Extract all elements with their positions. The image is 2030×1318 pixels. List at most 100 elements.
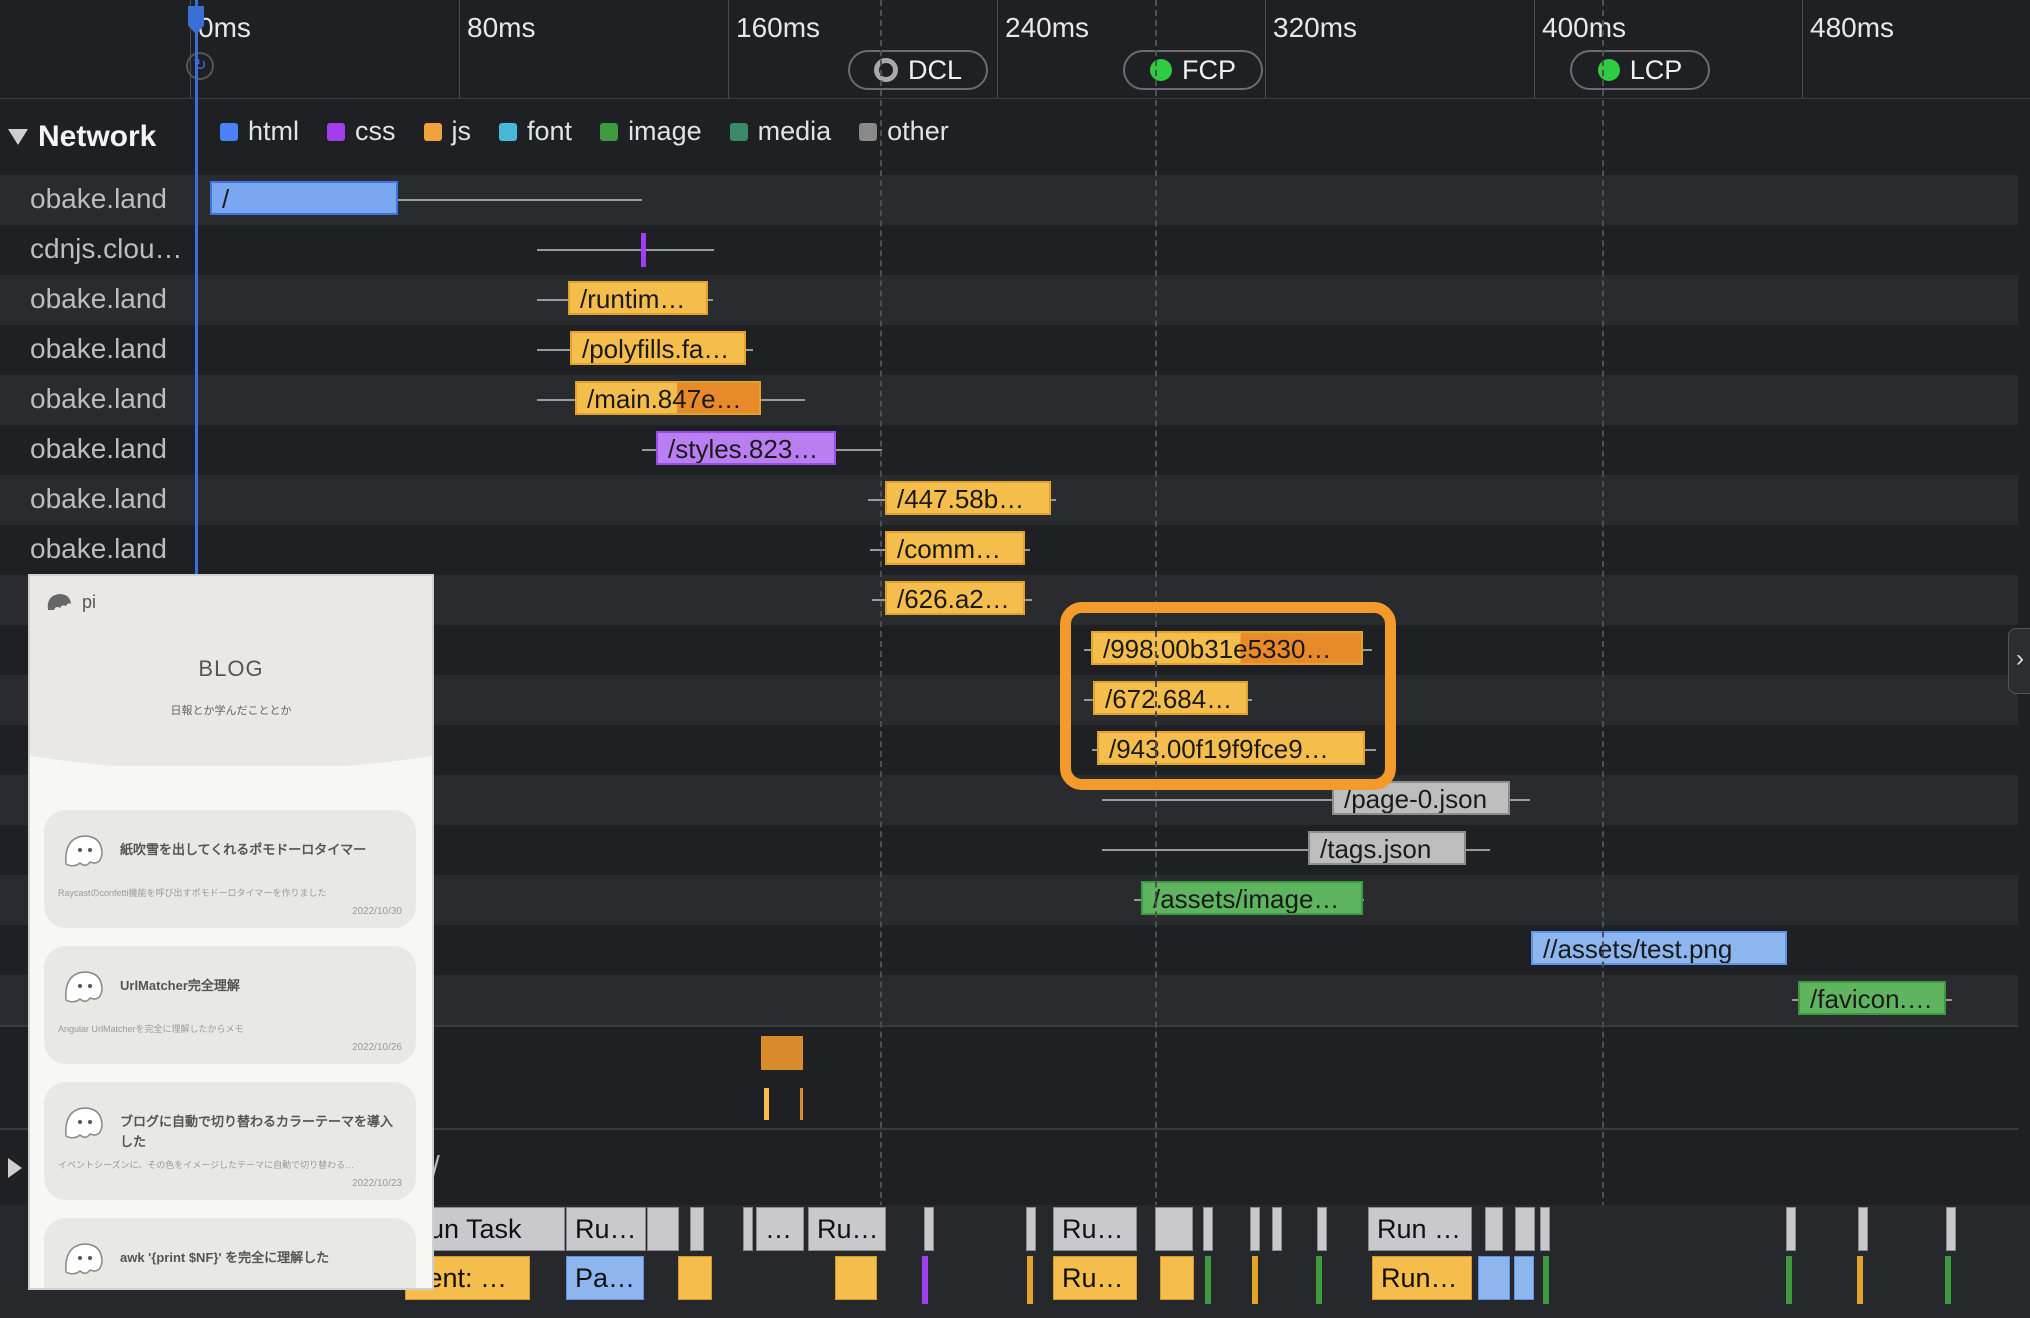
task-block[interactable] (1317, 1207, 1327, 1251)
task-block[interactable] (1272, 1207, 1282, 1251)
request-bar[interactable]: /943.00f19f9fce9… (1097, 731, 1365, 765)
task-block[interactable] (647, 1207, 679, 1251)
post-date: 2022/10/26 (351, 1042, 402, 1053)
post-card: 紙吹雪を出してくれるポモドーロタイマー Raycastのconfetti機能を呼… (44, 810, 416, 928)
site-logo: pi (44, 590, 96, 614)
task-block[interactable] (1026, 1207, 1036, 1251)
request-bar[interactable] (641, 233, 646, 267)
network-title: Network (38, 120, 157, 153)
task-mark (1945, 1256, 1951, 1304)
tick-line (1534, 0, 1535, 98)
network-row[interactable]: obake.land /runtim… (0, 275, 2018, 325)
network-row[interactable]: obake.land /polyfills.fa… (0, 325, 2018, 375)
task-block[interactable]: Ru… (1053, 1256, 1137, 1300)
wave-divider (30, 756, 432, 786)
network-row[interactable]: obake.land /main.847e… (0, 375, 2018, 425)
tick-line (1265, 0, 1266, 98)
request-bar[interactable]: //assets/test.png (1531, 931, 1787, 965)
task-block[interactable] (835, 1256, 877, 1300)
task-block[interactable] (690, 1207, 704, 1251)
expand-triangle-icon[interactable] (8, 1158, 22, 1178)
task-block[interactable] (1155, 1207, 1193, 1251)
legend-swatch (220, 122, 238, 141)
task-block[interactable] (1250, 1207, 1260, 1251)
tick-label: 80ms (467, 12, 536, 43)
network-row[interactable]: cdnjs.clou… (0, 225, 2018, 275)
marker-label: LCP (1629, 54, 1683, 85)
task-block[interactable]: Run… (1372, 1256, 1472, 1300)
network-row[interactable]: obake.land /447.58b… (0, 475, 2018, 525)
row-host: obake.land (30, 483, 168, 514)
marker-label: DCL (907, 54, 962, 85)
task-block[interactable] (1514, 1256, 1534, 1300)
request-bar[interactable]: /comm… (885, 531, 1025, 565)
timeline-ruler[interactable]: 0ms 80ms 160ms 240ms 320ms 400ms 480ms D… (0, 0, 2030, 99)
network-row[interactable]: obake.land /comm… (0, 525, 2018, 575)
network-row[interactable]: obake.land / (0, 175, 2018, 225)
legend-swatch (327, 122, 346, 141)
task-block[interactable] (1786, 1207, 1796, 1251)
network-toggle[interactable]: Network (8, 120, 156, 154)
row-host: obake.land (30, 183, 168, 214)
request-bar[interactable]: /672.684… (1093, 681, 1248, 715)
request-bar[interactable]: /runtim… (568, 281, 708, 315)
dcl-marker[interactable]: DCL (848, 50, 988, 90)
legend-label: js (451, 116, 472, 146)
tick-line (728, 0, 729, 98)
request-bar[interactable]: /626.a2… (885, 581, 1025, 615)
task-block[interactable] (1478, 1256, 1510, 1300)
legend-item: media (729, 116, 831, 147)
request-bar[interactable]: / (210, 181, 398, 215)
task-block[interactable] (678, 1256, 712, 1300)
row-host: cdnjs.clou… (30, 233, 183, 264)
legend-item: css (327, 116, 396, 147)
fcp-marker[interactable]: FCP (1123, 50, 1263, 90)
dcl-circle-icon (873, 58, 898, 82)
tick-label: 0ms (198, 12, 251, 43)
request-whisker (537, 249, 714, 251)
legend-swatch (859, 122, 878, 141)
task-block[interactable]: un Task (420, 1207, 565, 1251)
task-block[interactable]: … (756, 1207, 804, 1251)
ghost-icon (65, 835, 103, 867)
request-bar[interactable]: /favicon.… (1798, 981, 1946, 1015)
request-bar[interactable]: /998.00b31e5330… (1091, 631, 1363, 665)
task-block[interactable]: Ru… (566, 1207, 646, 1251)
task-block[interactable] (1858, 1207, 1868, 1251)
task-block[interactable] (1203, 1207, 1213, 1251)
task-block[interactable] (1540, 1207, 1550, 1251)
request-bar[interactable]: /assets/image… (1141, 881, 1363, 915)
task-block[interactable] (743, 1207, 753, 1251)
legend-item: html (220, 116, 299, 147)
network-row[interactable]: /998.00b31e5330… (0, 625, 2018, 675)
task-block[interactable] (1946, 1207, 1956, 1251)
post-card: ブログに自動で切り替わるカラーテーマを導入した イベントシーズンに、その色をイメ… (44, 1082, 416, 1200)
fcp-dot-icon (1150, 59, 1172, 81)
request-bar[interactable]: /tags.json (1308, 831, 1466, 865)
task-block[interactable] (1515, 1207, 1535, 1251)
network-row[interactable]: /943.00f19f9fce9… (0, 725, 2018, 775)
network-row[interactable]: obake.land /styles.823… (0, 425, 2018, 475)
task-block[interactable]: Ru… (1053, 1207, 1137, 1251)
task-block[interactable]: Ru… (808, 1207, 886, 1251)
task-mark (1316, 1256, 1322, 1304)
task-block[interactable] (1160, 1256, 1194, 1300)
task-block[interactable]: Pa… (566, 1256, 644, 1300)
request-bar[interactable]: /polyfills.fa… (570, 331, 746, 365)
request-bar[interactable]: /447.58b… (885, 481, 1051, 515)
network-row[interactable]: /tags.json (0, 825, 2018, 875)
reload-icon[interactable]: ↻ (186, 52, 214, 80)
ghost-icon (65, 971, 103, 1003)
screenshot-preview: pi BLOG 日報とか学んだこととか 紙吹雪を出してくれるポモドーロタイマー … (28, 574, 434, 1290)
chevron-right-icon[interactable]: › (2008, 628, 2030, 694)
task-block[interactable] (924, 1207, 934, 1251)
network-row[interactable]: //assets/test.png (0, 925, 2018, 975)
request-whisker (1102, 799, 1530, 801)
lcp-marker[interactable]: LCP (1570, 50, 1710, 90)
lcp-line (1602, 0, 1604, 1318)
post-desc: Raycastのconfetti機能を呼び出すポモドーロタイマーを作りました (58, 888, 327, 898)
request-bar[interactable]: /main.847e… (575, 381, 761, 415)
task-block[interactable] (1485, 1207, 1503, 1251)
request-bar[interactable]: /styles.823… (656, 431, 836, 465)
task-block[interactable]: Run … (1368, 1207, 1472, 1251)
